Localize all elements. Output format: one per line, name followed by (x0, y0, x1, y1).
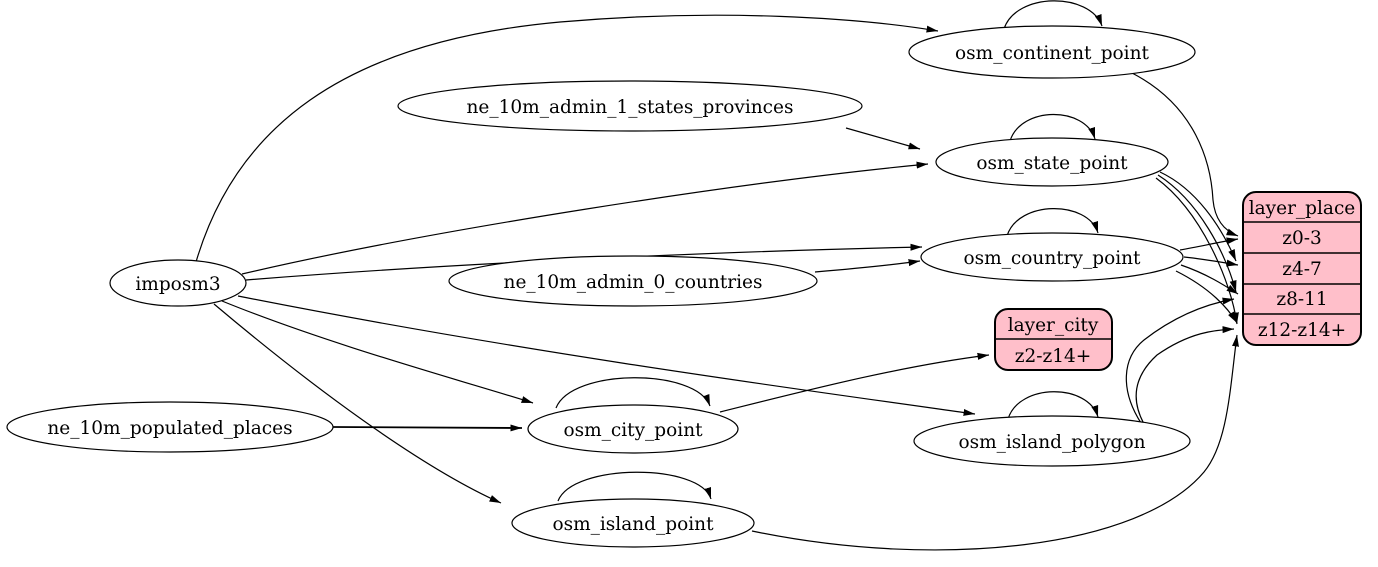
edge-osm_country_point-layer_place-z4-7 (1183, 256, 1239, 267)
node-shape (908, 25, 1196, 79)
node-shape (935, 137, 1169, 187)
node-shape (448, 255, 818, 307)
edge-imposm3-osm_city_point (221, 300, 534, 404)
node-shape (397, 80, 863, 132)
node-osm_state_point: osm_state_point (935, 137, 1169, 187)
edge-imposm3-osm_continent_point (195, 14, 939, 263)
node-osm_country_point: osm_country_point (920, 232, 1184, 282)
node-label: osm_country_point (964, 248, 1142, 269)
edge-osm_island_point-layer_place-z12-z14+ (751, 334, 1239, 551)
edge-ne_10m_admin_1_states_provinces-osm_state_point (845, 127, 921, 150)
record-shape (1242, 191, 1362, 346)
edge-osm_country_point-layer_place-z8-11 (1180, 264, 1239, 295)
edge-imposm3-osm_island_polygon (237, 295, 976, 416)
record-title: layer_place (1249, 198, 1356, 219)
node-shape (920, 232, 1184, 282)
self-loop-osm_island_point (557, 471, 712, 502)
edge-imposm3-osm_island_point (213, 303, 502, 504)
edge-osm_country_point-layer_place-z0-3 (1179, 237, 1239, 251)
edge-osm_state_point-layer_place-z8-11 (1157, 174, 1237, 293)
record-layer_city: layer_city z2-z14+ (994, 308, 1113, 371)
record-row-z4-7: z4-7 (1282, 259, 1322, 280)
node-ne_10m_admin_0_countries: ne_10m_admin_0_countries (448, 255, 818, 307)
self-loop-osm_state_point (1009, 113, 1096, 142)
edge-imposm3-osm_state_point (241, 161, 929, 275)
node-shape (6, 401, 334, 453)
node-osm_island_polygon: osm_island_polygon (913, 415, 1191, 467)
record-row-z12-z14+: z12-z14+ (1258, 320, 1346, 341)
node-label: ne_10m_populated_places (47, 418, 292, 439)
node-osm_continent_point: osm_continent_point (908, 25, 1196, 79)
node-label: osm_state_point (976, 153, 1128, 174)
edge-osm_country_point-layer_place-z12-z14+ (1175, 270, 1238, 324)
self-loop-osm_continent_point (1003, 0, 1103, 30)
self-loop-osm_island_polygon (1007, 391, 1099, 420)
node-shape (527, 404, 739, 454)
node-ne_10m_admin_1_states_provinces: ne_10m_admin_1_states_provinces (397, 80, 863, 132)
node-label: osm_island_polygon (958, 432, 1145, 453)
edge-osm_island_polygon-layer_place-z12-z14+ (1135, 326, 1235, 430)
node-osm_city_point: osm_city_point (527, 404, 739, 454)
node-label: ne_10m_admin_1_states_provinces (467, 97, 794, 118)
edge-osm_island_polygon-layer_place-z8-11 (1125, 297, 1235, 424)
edge-osm_continent_point-layer_place-z0-3 (1131, 72, 1239, 237)
record-row-z8-11: z8-11 (1276, 289, 1327, 310)
record-layer_place: layer_place z0-3 z4-7 z8-11 z12-z14+ (1242, 191, 1362, 346)
node-imposm3: imposm3 (109, 259, 247, 307)
record-row-z0-3: z0-3 (1282, 228, 1322, 249)
node-ne_10m_populated_places: ne_10m_populated_places (6, 401, 334, 453)
edge-ne_10m_admin_0_countries-osm_country_point (814, 259, 921, 273)
self-loop-osm_city_point (555, 377, 711, 409)
node-label: osm_city_point (563, 420, 703, 441)
node-label: osm_island_point (552, 514, 714, 535)
node-osm_island_point: osm_island_point (511, 498, 755, 548)
node-shape (109, 259, 247, 307)
node-label: imposm3 (135, 274, 220, 295)
edge-osm_state_point-layer_place-z4-7 (1159, 171, 1237, 262)
self-loop-osm_country_point (1006, 208, 1099, 237)
edge-osm_state_point-layer_place-z12-z14+ (1155, 177, 1239, 325)
record-title: layer_city (1008, 315, 1099, 336)
node-label: ne_10m_admin_0_countries (504, 272, 763, 293)
edge-layer (195, 0, 1239, 551)
record-row-z2-z14+: z2-z14+ (1015, 346, 1092, 367)
edge-osm_city_point-layer_city-z2-z14+ (719, 352, 990, 413)
node-shape (511, 498, 755, 548)
node-label: osm_continent_point (955, 43, 1149, 64)
edge-ne_10m_populated_places-osm_city_point (332, 424, 523, 432)
node-shape (913, 415, 1191, 467)
